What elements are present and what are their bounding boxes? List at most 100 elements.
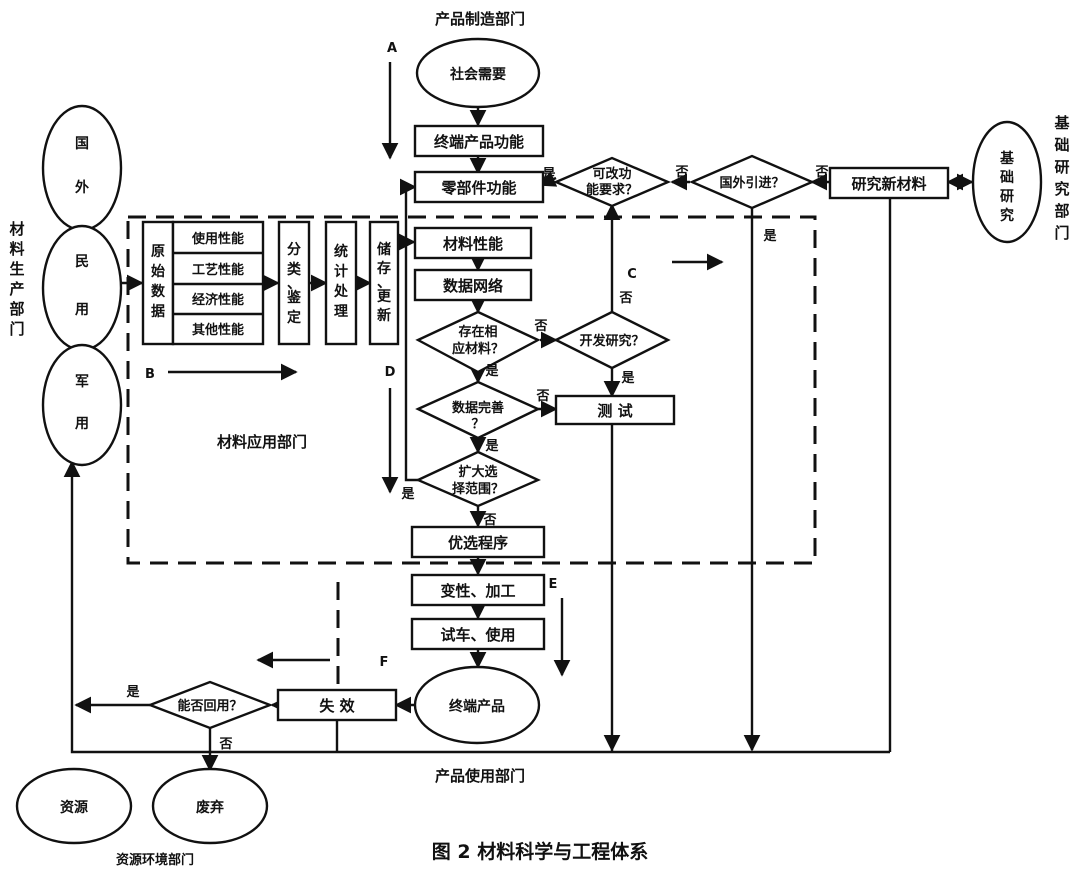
node-resource: 资源 bbox=[15, 767, 133, 845]
svg-text:生: 生 bbox=[9, 260, 24, 278]
svg-text:统: 统 bbox=[334, 243, 348, 260]
svg-text:材料性能: 材料性能 bbox=[443, 235, 503, 253]
svg-text:否: 否 bbox=[535, 389, 549, 404]
node-raw-data: 原 始 数 据 bbox=[141, 220, 175, 346]
figure-caption: 图 2 材料科学与工程体系 bbox=[432, 840, 648, 863]
svg-text:是: 是 bbox=[125, 685, 140, 700]
svg-text:资源: 资源 bbox=[60, 799, 88, 816]
svg-text:料: 料 bbox=[9, 240, 24, 258]
svg-text:计: 计 bbox=[334, 263, 348, 280]
svg-text:更: 更 bbox=[377, 289, 392, 305]
svg-text:数: 数 bbox=[151, 283, 166, 300]
svg-text:础: 础 bbox=[1000, 169, 1014, 186]
node-military: 军 用 bbox=[41, 343, 123, 467]
svg-text:B: B bbox=[145, 367, 155, 382]
prop-usage: 使用性能 bbox=[191, 231, 244, 247]
svg-text:部: 部 bbox=[9, 300, 24, 318]
dept-material-production: 材 料 生 产 部 门 bbox=[9, 220, 24, 338]
svg-text:否: 否 bbox=[618, 291, 632, 306]
svg-text:、: 、 bbox=[377, 275, 391, 291]
decision-has-material: 存在相 应材料？ bbox=[415, 310, 541, 374]
node-basic-research: 基 础 研 究 bbox=[971, 120, 1043, 244]
dept-resource-env: 资源环境部门 bbox=[116, 852, 194, 868]
decision-reusable: 能否回用？ bbox=[146, 680, 274, 730]
svg-text:零部件功能: 零部件功能 bbox=[440, 179, 516, 197]
svg-text:部: 部 bbox=[1054, 202, 1069, 220]
dept-basic-research: 基 础 研 究 部 门 bbox=[1053, 114, 1070, 242]
svg-text:、: 、 bbox=[287, 276, 301, 292]
svg-text:新: 新 bbox=[377, 307, 391, 324]
svg-text:门: 门 bbox=[9, 320, 24, 338]
direction-letters: A B C D E F bbox=[145, 41, 637, 670]
svg-text:基: 基 bbox=[1000, 150, 1015, 167]
svg-text:C: C bbox=[627, 267, 637, 282]
node-end-product-function: 终端产品功能 bbox=[413, 124, 545, 158]
svg-text:否: 否 bbox=[482, 513, 496, 528]
svg-text:否: 否 bbox=[814, 165, 828, 180]
node-store-update: 储 存 、 更 新 bbox=[368, 220, 400, 346]
svg-text:应材料？: 应材料？ bbox=[452, 341, 504, 357]
svg-text:？: ？ bbox=[471, 417, 484, 432]
svg-text:究: 究 bbox=[1054, 180, 1069, 198]
svg-text:基: 基 bbox=[1053, 114, 1070, 132]
svg-text:数据网络: 数据网络 bbox=[443, 277, 503, 295]
decision-foreign-import: 国外引进？ bbox=[688, 154, 816, 210]
svg-text:据: 据 bbox=[151, 303, 165, 320]
node-trial-use: 试车、使用 bbox=[410, 617, 546, 651]
node-research-new-material: 研究新材料 bbox=[828, 166, 950, 200]
svg-text:测 试: 测 试 bbox=[597, 402, 632, 420]
svg-text:否: 否 bbox=[533, 319, 547, 334]
svg-text:类: 类 bbox=[287, 261, 302, 278]
svg-text:是: 是 bbox=[484, 364, 499, 379]
decision-expand-range: 扩大选 择范围？ bbox=[415, 450, 541, 508]
dept-manufacturing: 产品制造部门 bbox=[435, 10, 525, 28]
svg-text:社会需要: 社会需要 bbox=[449, 66, 506, 83]
svg-text:储: 储 bbox=[376, 241, 391, 258]
svg-text:是: 是 bbox=[484, 439, 499, 454]
svg-text:是: 是 bbox=[620, 371, 635, 386]
svg-text:外: 外 bbox=[75, 179, 89, 196]
node-civil: 民 用 bbox=[41, 224, 123, 352]
node-statistics: 统 计 处 理 bbox=[324, 220, 358, 346]
prop-other: 其他性能 bbox=[192, 322, 244, 338]
node-discard: 废弃 bbox=[151, 767, 269, 845]
svg-text:存在相: 存在相 bbox=[458, 324, 497, 340]
svg-text:门: 门 bbox=[1054, 224, 1069, 242]
svg-text:国: 国 bbox=[75, 136, 89, 152]
svg-text:能要求？: 能要求？ bbox=[586, 182, 638, 198]
decision-dev-research: 开发研究？ bbox=[553, 310, 671, 370]
svg-text:国外引进？: 国外引进？ bbox=[719, 175, 784, 191]
svg-text:存: 存 bbox=[377, 260, 391, 277]
svg-text:是: 是 bbox=[541, 167, 556, 182]
svg-text:是: 是 bbox=[762, 229, 777, 244]
svg-text:失 效: 失 效 bbox=[319, 697, 355, 715]
yes-no-labels: 是 否 否 是 否 否 是 是 否 是 是 否 是 否 bbox=[125, 165, 828, 752]
svg-text:用: 用 bbox=[75, 416, 89, 432]
node-end-product: 终端产品 bbox=[413, 665, 541, 745]
svg-text:研究新材料: 研究新材料 bbox=[851, 175, 926, 193]
svg-text:否: 否 bbox=[674, 165, 688, 180]
svg-text:原: 原 bbox=[151, 244, 165, 260]
svg-text:能否回用？: 能否回用？ bbox=[177, 698, 242, 714]
svg-text:础: 础 bbox=[1054, 136, 1069, 154]
node-modify-process: 变性、加工 bbox=[410, 573, 546, 607]
svg-text:A: A bbox=[387, 41, 397, 56]
svg-text:理: 理 bbox=[334, 304, 348, 320]
svg-text:始: 始 bbox=[151, 263, 165, 280]
svg-text:材: 材 bbox=[9, 220, 24, 238]
svg-text:研: 研 bbox=[1054, 158, 1069, 176]
node-social-need: 社会需要 bbox=[415, 37, 541, 109]
decision-can-change-req: 可改功 能要求？ bbox=[552, 156, 672, 208]
svg-text:开发研究？: 开发研究？ bbox=[579, 333, 644, 349]
svg-text:处: 处 bbox=[333, 283, 349, 300]
svg-text:分: 分 bbox=[287, 242, 301, 258]
node-part-function: 零部件功能 bbox=[413, 170, 545, 204]
svg-text:数据完善: 数据完善 bbox=[452, 400, 504, 416]
svg-text:终端产品: 终端产品 bbox=[449, 698, 505, 715]
node-material-perf: 材料性能 bbox=[413, 226, 533, 260]
prop-process: 工艺性能 bbox=[192, 262, 244, 278]
svg-text:研: 研 bbox=[1000, 189, 1014, 205]
svg-text:择范围？: 择范围？ bbox=[452, 481, 504, 497]
svg-text:D: D bbox=[385, 365, 396, 380]
svg-text:试车、使用: 试车、使用 bbox=[440, 626, 515, 644]
